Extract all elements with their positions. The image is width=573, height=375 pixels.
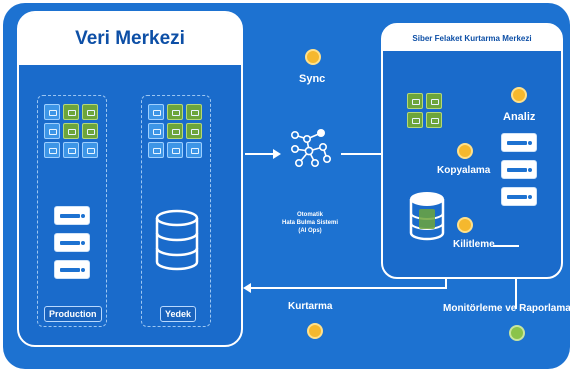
vm-tile [44, 142, 60, 158]
neural-network-icon [291, 129, 331, 167]
data-center-title: Veri Merkezi [19, 13, 241, 65]
vm-tile [44, 123, 60, 139]
database-icon [155, 209, 199, 271]
server-icon [54, 233, 90, 252]
sync-line-right [341, 153, 381, 155]
vm-tile [167, 104, 183, 120]
sync-step-dot [305, 49, 321, 65]
cyber-dr-panel: Siber Felaket Kurtarma Merkezi Kopyalama… [381, 23, 563, 279]
recovery-line [247, 287, 447, 289]
vm-tile [426, 93, 442, 109]
vm-tile [407, 93, 423, 109]
sync-arrow [273, 149, 281, 159]
recovery-line-riser [445, 273, 447, 289]
copy-step-dot [457, 143, 473, 159]
vm-tile [167, 142, 183, 158]
locked-database-icon [409, 192, 445, 241]
vm-tile [63, 123, 79, 139]
vm-tile [167, 123, 183, 139]
monitoring-label: Monitörleme ve Raporlama [443, 303, 570, 314]
server-icon [501, 133, 537, 152]
ai-ops-caption: Otomatik Hata Bulma Sistemi (AI Ops) [281, 212, 339, 235]
lock-label: Kilitleme [453, 239, 495, 250]
dr-server-stack [501, 133, 537, 214]
data-center-panel: Veri Merkezi Production [17, 11, 243, 347]
vm-tile [82, 104, 98, 120]
lock-step-dot [457, 217, 473, 233]
vm-tile [186, 142, 202, 158]
vm-tile [426, 112, 442, 128]
analysis-label: Analiz [503, 111, 536, 123]
vm-tile [186, 104, 202, 120]
diagram-canvas: Veri Merkezi Production [3, 3, 570, 369]
vm-tile [148, 104, 164, 120]
vm-tile [407, 112, 423, 128]
recovery-arrow [243, 283, 251, 293]
server-icon [54, 206, 90, 225]
production-label: Production [44, 306, 102, 322]
cyber-dr-title: Siber Felaket Kurtarma Merkezi [383, 25, 561, 51]
production-vm-grid [44, 104, 98, 158]
vm-tile [82, 123, 98, 139]
vm-tile [186, 123, 202, 139]
server-icon [501, 187, 537, 206]
vm-tile [148, 142, 164, 158]
server-icon [54, 260, 90, 279]
vm-tile [44, 104, 60, 120]
vm-tile [63, 104, 79, 120]
production-group: Production [37, 95, 107, 327]
vm-tile [63, 142, 79, 158]
production-server-stack [54, 206, 90, 287]
recovery-step-dot [307, 323, 323, 339]
monitoring-step-dot [509, 325, 525, 341]
analysis-step-dot [511, 87, 527, 103]
backup-label: Yedek [160, 306, 197, 322]
sync-label: Sync [299, 73, 326, 85]
dr-vm-grid [407, 93, 442, 128]
backup-group: Yedek [141, 95, 211, 327]
copy-label: Kopyalama [437, 165, 491, 176]
sync-line-left [245, 153, 279, 155]
backup-vm-grid [148, 104, 202, 158]
server-icon [501, 160, 537, 179]
lock-connector [493, 245, 519, 247]
vm-tile [148, 123, 164, 139]
monitoring-line [515, 279, 517, 309]
recovery-label: Kurtarma [288, 301, 333, 312]
vm-tile [82, 142, 98, 158]
